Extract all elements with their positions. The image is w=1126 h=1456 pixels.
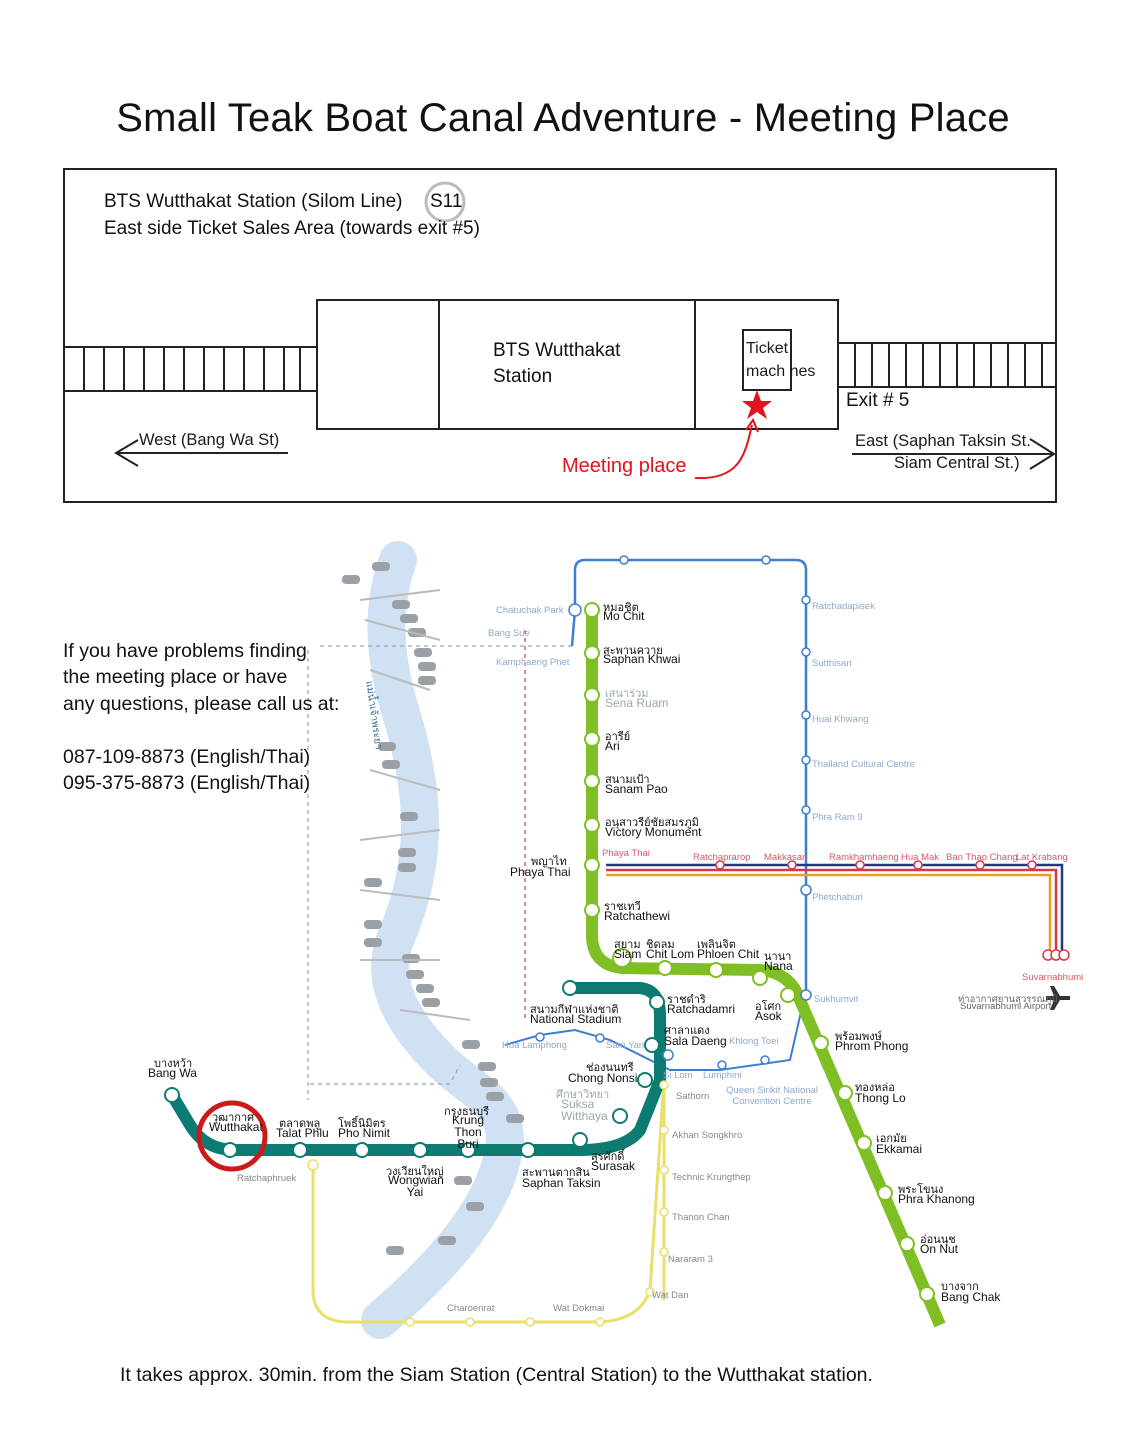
station-diagram bbox=[63, 168, 1057, 503]
east-arrow bbox=[852, 438, 1056, 470]
airplane-icon bbox=[1046, 986, 1070, 1010]
station-name-line1: BTS Wutthakat bbox=[493, 340, 621, 361]
west-stairs bbox=[63, 346, 318, 392]
exit-label: Exit # 5 bbox=[846, 390, 910, 411]
east-direction-label-1: East (Saphan Taksin St. bbox=[855, 432, 1031, 450]
airport-rail-link bbox=[606, 863, 1064, 955]
meeting-place-label: Meeting place bbox=[562, 455, 687, 477]
airport-label: Suvarnabhumi Airport bbox=[960, 1001, 1052, 1012]
wutthakat-highlight bbox=[196, 1100, 268, 1172]
sukhumvit-station-markers bbox=[584, 602, 935, 1302]
ticket-machines-line2: mach nes bbox=[746, 363, 816, 380]
ticket-area-label: East side Ticket Sales Area (towards exi… bbox=[104, 218, 480, 239]
transit-map bbox=[164, 541, 1070, 1339]
silom-station-markers bbox=[164, 980, 665, 1158]
airport-thai-label: ท่าอากาศยานสุวรรณภูมิ bbox=[958, 994, 1058, 1005]
meeting-arrow bbox=[694, 424, 753, 480]
east-direction-label-2: Siam Central St.) bbox=[894, 454, 1020, 472]
station-code-circle bbox=[424, 181, 466, 223]
ticket-machines-line1: Ticket bbox=[746, 340, 789, 357]
station-name-line2: Station bbox=[493, 366, 553, 387]
west-arrow bbox=[114, 439, 288, 467]
chao-phraya-river bbox=[361, 541, 525, 1339]
ticket-machine-box bbox=[742, 329, 792, 391]
diagram-frame bbox=[63, 168, 1057, 503]
meeting-star-icon bbox=[742, 390, 772, 419]
phone-1[interactable]: 087-109-8873 (English/Thai) bbox=[63, 746, 311, 768]
footer-note: It takes approx. 30min. from the Siam St… bbox=[120, 1364, 873, 1386]
west-direction-label: West (Bang Wa St) bbox=[139, 431, 280, 449]
east-stairs bbox=[837, 342, 1057, 388]
phone-2[interactable]: 095-375-8873 (English/Thai) bbox=[63, 772, 311, 794]
contact-line-1: If you have problems finding bbox=[63, 640, 307, 662]
sukhumvit-line bbox=[586, 610, 946, 1328]
station-line-label: BTS Wutthakat Station (Silom Line) bbox=[104, 191, 403, 212]
contact-line-3: any questions, please call us at: bbox=[63, 693, 340, 715]
page-title: Small Teak Boat Canal Adventure - Meetin… bbox=[116, 96, 1010, 140]
station-code-label: S11 bbox=[430, 191, 463, 212]
contact-line-2: the meeting place or have bbox=[63, 666, 288, 688]
